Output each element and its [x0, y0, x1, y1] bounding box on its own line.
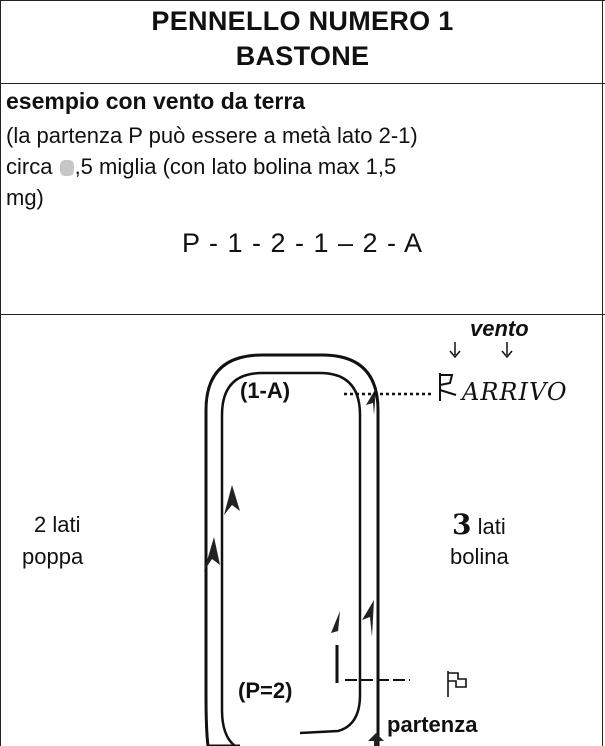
description-paragraph: (la partenza P può essere a metà lato 2-… — [6, 120, 596, 213]
right-label-line-2: bolina — [450, 544, 509, 569]
outer-loop-line — [204, 353, 380, 746]
right-label-text: lati — [471, 514, 506, 539]
start-label: partenza — [387, 712, 478, 737]
left-label-line-1: 2 lati — [34, 512, 81, 537]
inner-loop-line — [220, 371, 362, 746]
flag-icon — [447, 671, 467, 697]
right-label-line-1: 3 lati — [452, 508, 506, 541]
finish-flag-icon — [439, 373, 457, 401]
title-line-2: BASTONE — [235, 41, 370, 71]
downwind-arrow — [224, 485, 240, 515]
start-arrow — [368, 733, 384, 746]
description-heading: esempio con vento da terra — [6, 88, 306, 114]
mark-bottom-label: (P=2) — [238, 678, 293, 703]
distance-prefix: circa — [6, 154, 59, 179]
downwind-arrow — [204, 537, 220, 571]
course-sequence: P - 1 - 2 - 1 – 2 - A — [181, 228, 424, 258]
distance-suffix: ,5 miglia (con lato bolina max 1,5 — [74, 154, 397, 179]
section-divider — [0, 314, 605, 315]
wind-label: vento — [470, 316, 529, 341]
title-line-1: PENNELLO NUMERO 1 — [151, 6, 454, 36]
down-arrow-icon — [501, 342, 513, 359]
start-note: (la partenza P può essere a metà lato 2-… — [6, 123, 418, 148]
header-divider — [0, 83, 605, 84]
handwritten-number: 3 — [452, 508, 472, 541]
top-border — [0, 0, 605, 1]
upwind-arrow — [331, 611, 340, 653]
ink-blot — [59, 160, 74, 176]
course-diagram — [204, 342, 513, 746]
upwind-arrow — [366, 388, 376, 415]
mark-top-label: (1-A) — [240, 378, 291, 403]
distance-line: circa ,5 miglia (con lato bolina max 1,5 — [6, 151, 596, 182]
upwind-arrow — [362, 600, 374, 637]
down-arrow-icon — [449, 342, 461, 359]
arrivo-handwritten-label: ARRIVO — [462, 378, 568, 406]
left-label-line-2: poppa — [22, 544, 84, 569]
distance-tail: mg) — [6, 185, 44, 210]
